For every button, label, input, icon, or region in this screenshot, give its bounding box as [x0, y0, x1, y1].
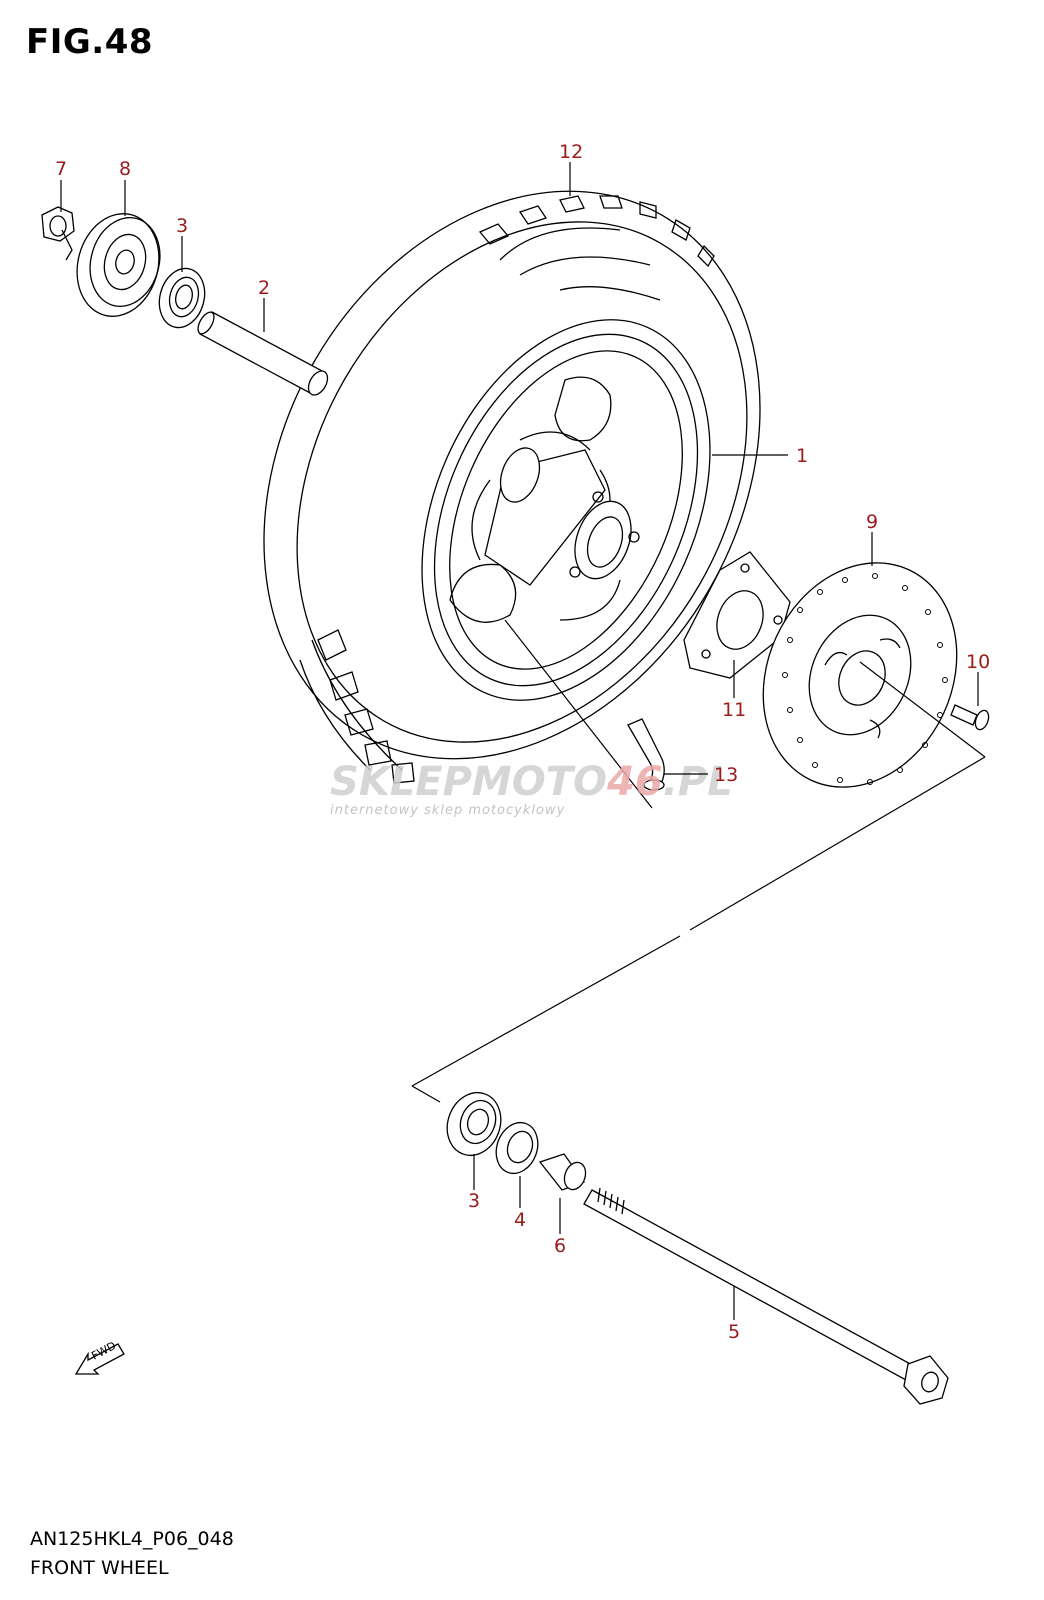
callout-3-bottom: 3: [468, 1190, 480, 1212]
svg-text:SKLEPMOTO46.PL: SKLEPMOTO46.PL: [330, 759, 733, 805]
part-8-gearbox: [61, 213, 161, 317]
watermark-brand-c: .PL: [663, 759, 733, 805]
callout-3-top: 3: [176, 215, 188, 237]
callout-6: 6: [554, 1235, 566, 1257]
callout-4: 4: [514, 1209, 526, 1231]
watermark-brand-b: 46: [606, 759, 663, 805]
part-3-bearing-top: [158, 267, 206, 329]
watermark: SKLEPMOTO46.PL internetowy sklep motocyk…: [330, 759, 733, 818]
callout-2: 2: [258, 277, 270, 299]
callout-11: 11: [722, 699, 746, 721]
assembly-guide-lines: [411, 619, 986, 1103]
figure-title: FIG.48: [26, 22, 154, 62]
callout-labels: 1 2 3 3 4 5 6 7 8 9 10 11 12 13: [55, 141, 990, 1343]
callout-9: 9: [866, 511, 878, 533]
watermark-tagline: internetowy sklep motocyklowy: [330, 803, 565, 818]
part-5-axle: [583, 1187, 949, 1405]
figure-code: AN125HKL4_P06_048: [30, 1528, 234, 1550]
figure-name: FRONT WHEEL: [30, 1557, 169, 1579]
callout-5: 5: [728, 1321, 740, 1343]
part-10-bolt: [950, 704, 990, 731]
part-3-bearing-bottom: [446, 1091, 502, 1157]
leader-lines: [60, 162, 979, 1320]
part-11-retainer-plate: [683, 551, 791, 679]
callout-10: 10: [966, 651, 990, 673]
part-2-spacer: [197, 311, 329, 396]
part-7-nut: [41, 206, 75, 242]
callout-1: 1: [796, 445, 808, 467]
fwd-arrow-icon: FWD: [74, 1339, 125, 1375]
disc-holes: [782, 573, 948, 785]
callout-8: 8: [119, 158, 131, 180]
callout-12: 12: [559, 141, 583, 163]
part-4-seal: [495, 1121, 539, 1175]
part-13-valve: [627, 718, 665, 791]
part-6-collar: [538, 1153, 587, 1191]
callout-7: 7: [55, 158, 67, 180]
watermark-brand-a: SKLEPMOTO: [330, 759, 607, 805]
callout-13: 13: [714, 764, 738, 786]
front-wheel-assembly: [263, 190, 761, 784]
part-9-brake-disc: [762, 562, 958, 788]
